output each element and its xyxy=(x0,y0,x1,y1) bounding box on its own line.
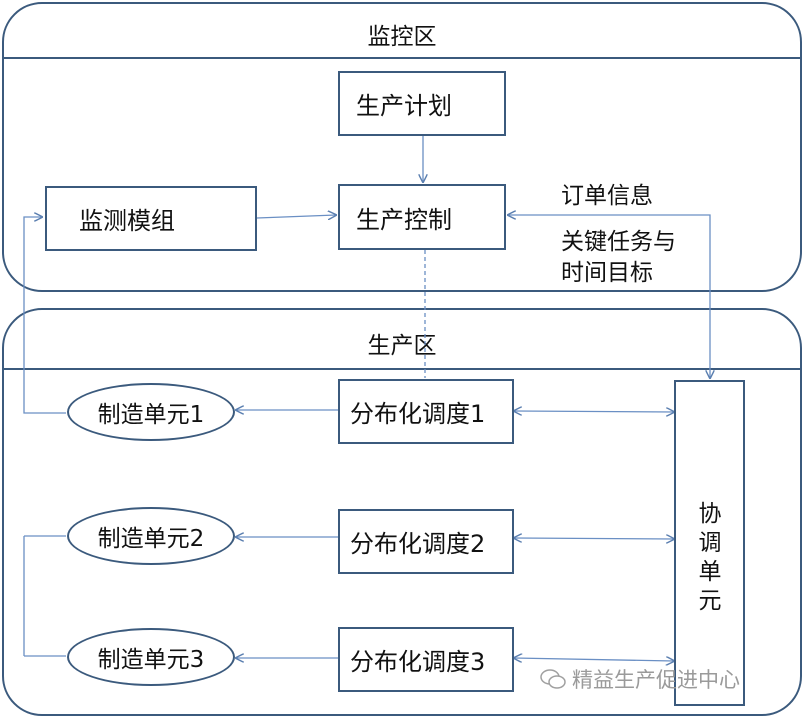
scheduler1-coordination-arrow xyxy=(514,411,674,412)
key-tasks-label-line1: 关键任务与 xyxy=(561,229,676,255)
scheduler3-coordination-arrow xyxy=(514,658,674,661)
monitoring-module-label: 监测模组 xyxy=(79,207,175,235)
coordination-char-2: 调 xyxy=(698,530,722,556)
production-control-label: 生产控制 xyxy=(356,205,452,234)
chat-bubble-icon xyxy=(540,669,566,689)
scheduler-box-3: 分布化调度3 xyxy=(338,627,514,692)
control-coordination-arrow xyxy=(508,215,710,378)
key-tasks-label-line2: 时间目标 xyxy=(561,260,653,286)
scheduler-label-3: 分布化调度3 xyxy=(350,648,486,676)
feedback-line xyxy=(23,217,66,414)
coordination-char-1: 协 xyxy=(698,501,722,527)
manufacturing-unit-label-1: 制造单元1 xyxy=(97,402,205,428)
manufacturing-unit-label-2: 制造单元2 xyxy=(97,526,205,552)
coordination-char-3: 单 xyxy=(698,559,722,585)
manufacturing-unit-3: 制造单元3 xyxy=(67,628,235,686)
scheduler-box-1: 分布化调度1 xyxy=(338,379,514,444)
scheduler-label-1: 分布化调度1 xyxy=(350,400,486,428)
watermark-text: 精益生产促进中心 xyxy=(572,668,740,692)
manufacturing-unit-1: 制造单元1 xyxy=(67,383,235,441)
coordination-char-4: 元 xyxy=(698,588,722,614)
monitor-to-control-arrow xyxy=(256,215,336,218)
monitor-zone-divider xyxy=(4,57,800,59)
coordination-unit-label: 协 调 单 元 xyxy=(695,500,725,616)
production-plan-box: 生产计划 xyxy=(338,71,506,136)
order-info-label: 订单信息 xyxy=(561,183,653,209)
scheduler2-coordination-arrow xyxy=(514,538,674,539)
scheduler-label-2: 分布化调度2 xyxy=(350,530,486,558)
monitoring-module-box: 监测模组 xyxy=(45,186,257,251)
manufacturing-unit-2: 制造单元2 xyxy=(67,507,235,565)
production-plan-label: 生产计划 xyxy=(356,92,452,120)
production-zone-divider xyxy=(4,368,800,370)
production-control-box: 生产控制 xyxy=(338,184,506,250)
manufacturing-unit-label-3: 制造单元3 xyxy=(97,647,205,673)
coordination-unit-box xyxy=(674,380,745,706)
watermark: 精益生产促进中心 xyxy=(540,664,740,694)
monitor-zone-title: 监控区 xyxy=(367,24,437,50)
scheduler-box-2: 分布化调度2 xyxy=(338,509,514,574)
